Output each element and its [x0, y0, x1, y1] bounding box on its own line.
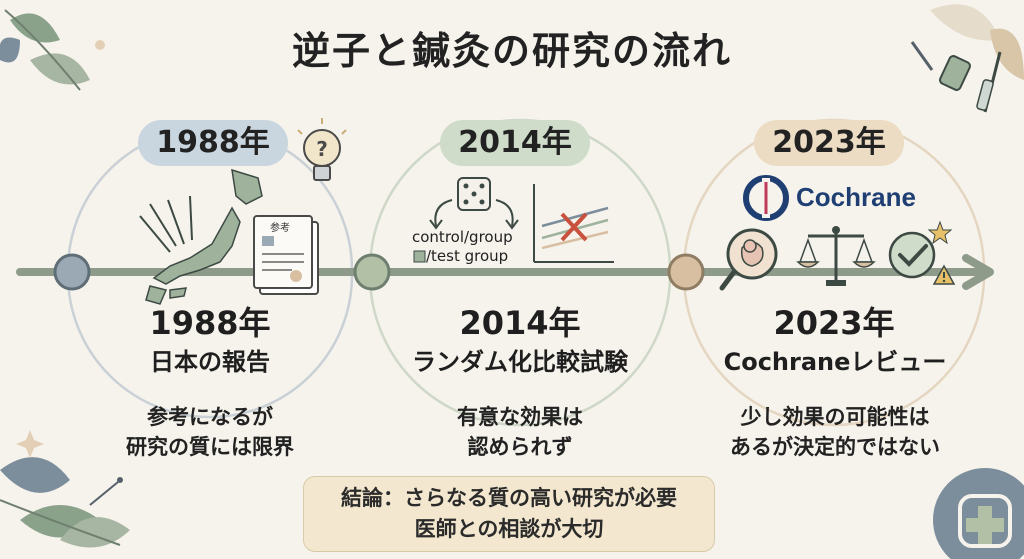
conclusion-line1: 結論：さらなる質の高い研究が必要	[341, 486, 677, 510]
section-1988-subtitle: 日本の報告	[150, 348, 270, 376]
leaf-decoration-top-left	[0, 9, 105, 91]
document-label: 参考	[270, 223, 290, 234]
section-1988-desc-line2: 研究の質には限界	[126, 435, 294, 459]
section-2014-desc-line1: 有意な効果は	[457, 405, 583, 429]
section-2014-description: 有意な効果は 認められず	[380, 402, 660, 462]
cochrane-logo-text: Cochrane	[796, 182, 916, 212]
page-title: 逆子と鍼灸の研究の流れ	[291, 29, 732, 73]
leaf-decoration-top-right	[930, 4, 1024, 81]
medical-cross-icon	[933, 468, 1024, 559]
lightbulb-icon: ?	[297, 118, 347, 181]
section-2023-desc-line2: あるが決定的ではない	[730, 435, 940, 459]
svg-text:?: ?	[316, 137, 328, 161]
check-badge-icon	[888, 231, 936, 279]
section-2023-description: 少し効果の可能性は あるが決定的ではない	[690, 402, 980, 462]
year-pill-2014: 2014年	[440, 120, 590, 166]
dice-icon	[457, 177, 491, 211]
split-arrows-icon	[429, 199, 519, 230]
test-group-label: /test group	[426, 247, 509, 265]
year-pill-1988: 1988年	[138, 120, 288, 166]
star-icon	[927, 220, 953, 245]
test-group-square-icon	[413, 250, 426, 263]
control-group-label: control/group	[412, 228, 513, 246]
timeline-node-2014	[353, 253, 391, 291]
section-2023-subtitle: Cochraneレビュー	[723, 348, 947, 376]
leaf-decoration-bottom-left	[0, 430, 130, 548]
section-1988-description: 参考になるが 研究の質には限界	[70, 402, 350, 462]
section-1988-year: 1988年	[149, 304, 271, 342]
magnifier-fetus-icon	[719, 228, 778, 291]
cochrane-logo-icon	[743, 175, 789, 221]
trend-chart-icon	[533, 184, 614, 263]
section-2023-year: 2023年	[773, 304, 895, 342]
section-2014-desc-line2: 認められず	[467, 435, 573, 459]
section-2014-subtitle: ランダム化比較試験	[412, 348, 628, 376]
acupuncture-tools-icon	[910, 41, 1002, 113]
conclusion-line2: 医師との相談が大切	[414, 517, 604, 541]
year-pill-2023: 2023年	[754, 120, 904, 166]
balance-scale-icon	[796, 226, 876, 286]
section-1988-desc-line1: 参考になるが	[147, 405, 273, 429]
warning-icon	[932, 264, 956, 285]
timeline-node-1988	[53, 253, 91, 291]
section-2023-desc-line1: 少し効果の可能性は	[740, 405, 930, 429]
section-2014-year: 2014年	[459, 304, 581, 342]
japan-map-icon	[139, 168, 263, 305]
document-icon	[253, 215, 319, 295]
conclusion-box: 結論：さらなる質の高い研究が必要 医師との相談が大切	[303, 476, 715, 552]
timeline-node-2023	[667, 253, 705, 291]
